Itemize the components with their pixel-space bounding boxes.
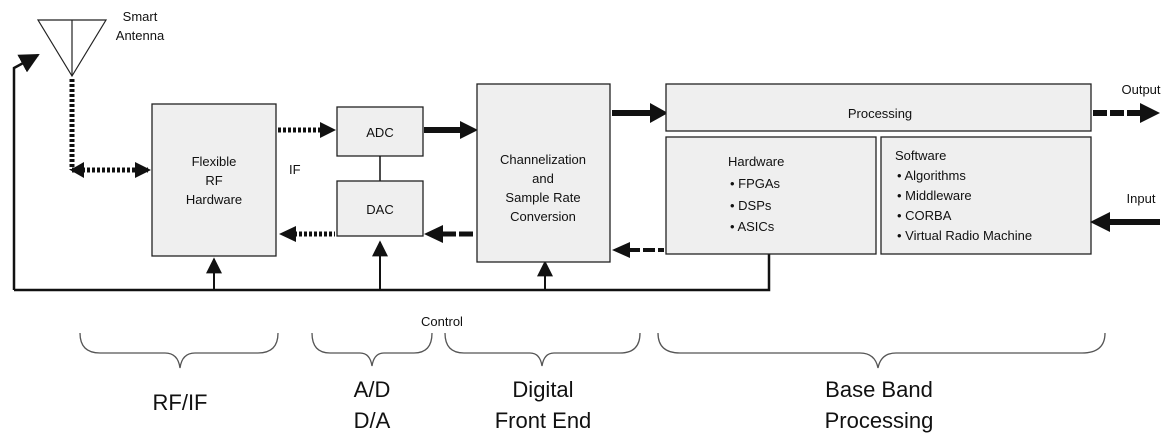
control-bus-horizontal (14, 254, 771, 292)
dac-block (336, 180, 424, 237)
section-bb-line2: Processing (825, 408, 934, 433)
chan-to-processing-arrowhead (650, 103, 668, 123)
rf-to-adc-arrowhead (320, 122, 336, 138)
processing-label: Processing (848, 106, 912, 121)
hardware-item-fpgas: • FPGAs (730, 176, 781, 191)
antenna-to-rf-arrowhead (135, 162, 151, 178)
hardware-item-dsps: • DSPs (730, 198, 772, 213)
brace-bb (657, 332, 1106, 369)
software-item-vrm: • Virtual Radio Machine (897, 228, 1032, 243)
section-ad-line1: A/D (354, 377, 391, 402)
dac-label: DAC (366, 202, 393, 217)
section-braces (79, 332, 1106, 369)
chan-line2: and (532, 171, 554, 186)
section-ad-line2: D/A (354, 408, 391, 433)
input-arrowhead (1090, 212, 1110, 232)
channelization-block (476, 83, 611, 263)
smart-antenna-icon (36, 19, 108, 78)
rf-hardware-block (151, 103, 277, 257)
rf-line1: Flexible (192, 154, 237, 169)
section-rfif: RF/IF (153, 390, 208, 415)
adc-to-chan-arrowhead (460, 121, 478, 139)
dac-to-rf-arrowhead (279, 226, 296, 242)
processing-block (665, 83, 1092, 132)
rf-line2: RF (205, 173, 222, 188)
adc-label: ADC (366, 125, 393, 140)
software-block (880, 136, 1092, 255)
software-item-middleware: • Middleware (897, 188, 972, 203)
hardware-block (665, 136, 877, 255)
rf-line3: Hardware (186, 192, 242, 207)
if-label: IF (289, 162, 301, 177)
control-bus-line (12, 53, 40, 290)
chan-to-dac-arrowhead (424, 225, 443, 243)
chan-line4: Conversion (510, 209, 576, 224)
output-arrowhead (1140, 103, 1160, 123)
adc-block (336, 106, 424, 157)
software-item-corba: • CORBA (897, 208, 952, 223)
antenna-label-line1: Smart (123, 9, 158, 24)
hardware-item-asics: • ASICs (730, 219, 775, 234)
software-item-algorithms: • Algorithms (897, 168, 966, 183)
software-title: Software (895, 148, 946, 163)
output-label: Output (1121, 82, 1160, 97)
brace-ad (311, 332, 433, 367)
antenna-label-line2: Antenna (116, 28, 165, 43)
chan-line3: Sample Rate (505, 190, 580, 205)
brace-rfif (79, 332, 279, 369)
chan-line1: Channelization (500, 152, 586, 167)
brace-dfe (444, 332, 641, 367)
control-label: Control (421, 314, 463, 329)
section-dfe-line2: Front End (495, 408, 592, 433)
section-dfe-line1: Digital (512, 377, 573, 402)
input-label: Input (1127, 191, 1156, 206)
hardware-to-chan-arrowhead (612, 242, 630, 258)
rf-to-antenna-arrowhead (70, 162, 84, 178)
hardware-title: Hardware (728, 154, 784, 169)
section-bb-line1: Base Band (825, 377, 933, 402)
